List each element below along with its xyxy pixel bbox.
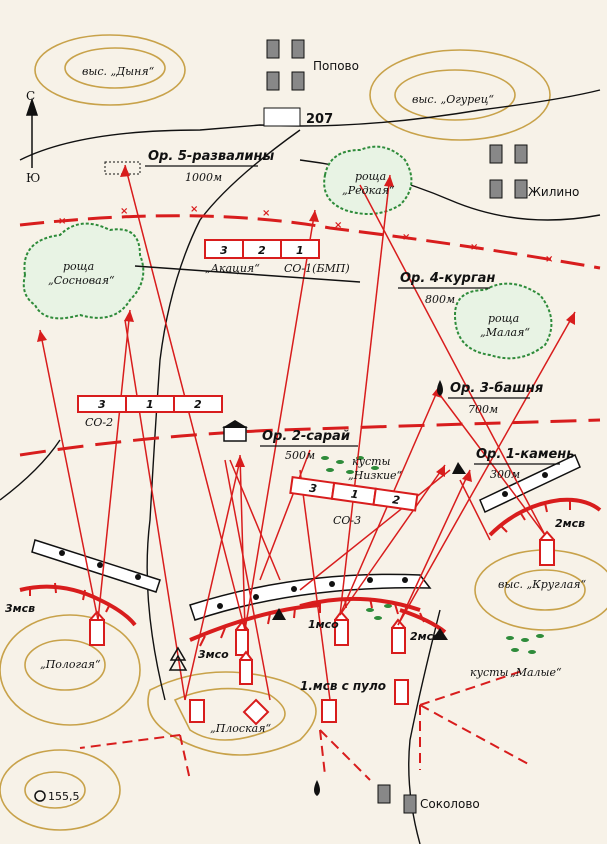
bushes-nizkie-name: „Низкие“ [348, 469, 403, 482]
groves [22, 145, 553, 360]
compass-north: С [26, 89, 35, 103]
so1-cell-1: 3 [220, 244, 228, 257]
front-line-lower [19, 418, 601, 457]
unit-1mse-pulo: 1.мсв с пуло [300, 679, 386, 693]
landmark-1-name: Ор. 1-камень [476, 447, 575, 462]
so1-label: СО-1(БМП) [284, 262, 350, 275]
bushes [321, 456, 544, 654]
grove-malaya-name: „Малая“ [480, 326, 530, 339]
height-ploskaya: „Плоская“ [210, 722, 271, 735]
compass-south: Ю [26, 171, 40, 185]
village-sokolovo [377, 784, 417, 814]
bushes-malye-word: кусты [470, 666, 509, 679]
unit-1mso: 1мсо [308, 618, 339, 631]
tree-icon [168, 646, 188, 671]
svg-text:×: × [470, 242, 478, 253]
village-popovo-label: Попово [313, 59, 359, 73]
grove-sosnovaya-name: „Сосновая“ [48, 274, 115, 287]
so2-label: СО-2 [85, 416, 113, 429]
height-dynya: выс. „Дыня“ [82, 65, 155, 78]
village-zhilino-label: Жилино [528, 185, 579, 199]
dashed-movement-arrows [79, 669, 531, 781]
grove-redkaya-name: „Редкая“ [342, 184, 395, 197]
sector-so2: 3 1 2 СО-2 [77, 395, 223, 429]
so3-label: СО-3 [333, 514, 361, 527]
bushes-malye-name: „Малые“ [510, 666, 562, 679]
landmark-2: Ор. 2-сарай 500м [260, 429, 358, 462]
landmark-4-dist: 800м [425, 293, 455, 306]
grove-sosnovaya-word: роща [63, 260, 94, 273]
apc-symbols [89, 530, 555, 726]
landmark-1: Ор. 1-камень 300м [474, 447, 575, 481]
landmark-1-dist: 300м [490, 468, 520, 481]
tower-icon [437, 380, 443, 396]
so3-cell-2: 1 [350, 487, 359, 501]
observation-post-icon-2 [272, 608, 286, 620]
svg-text:×: × [545, 254, 553, 265]
so1-cell-2: 2 [258, 244, 266, 257]
landmark-5-name: Ор. 5-развалины [148, 149, 275, 164]
obstacle-strip-right [479, 453, 581, 514]
svg-text:×: × [402, 232, 410, 243]
observation-post-icon [432, 628, 448, 640]
so2-cell-3: 2 [194, 398, 202, 411]
so1-cell-3: 1 [296, 244, 304, 257]
obstacle-strip-main [189, 573, 432, 621]
svg-text:×: × [334, 220, 342, 231]
unit-3mso: 3мсо [198, 648, 229, 661]
landmark-2-name: Ор. 2-сарай [262, 429, 350, 444]
landmark-5-dist: 1000м [185, 171, 222, 184]
svg-text:×: × [190, 204, 198, 215]
village-zhilino [489, 144, 528, 199]
height-pologaya: „Пологая“ [40, 658, 101, 671]
elevation-207: 207 [306, 112, 333, 127]
unit-2mso: 2мсо [410, 630, 441, 643]
height-kruglaya: выс. „Круглая“ [498, 578, 587, 591]
so2-cell-2: 1 [146, 398, 154, 411]
landmark-4-name: Ор. 4-курган [400, 271, 495, 286]
so2-cell-1: 3 [98, 398, 106, 411]
village-sokolovo-label: Соколово [420, 797, 480, 811]
barn-icon [222, 420, 248, 442]
bushes-nizkie-word: кусты [352, 455, 391, 468]
sector-so1: 3 2 1 „Акация“ СО-1(БМП) [134, 239, 361, 283]
trench-ticks [29, 500, 571, 647]
so3-cell-3: 2 [392, 493, 402, 507]
unit-2mse: 2мсв [555, 517, 585, 530]
well-icon [314, 780, 320, 796]
trig-point-icon [34, 790, 46, 802]
height-ogurets: выс. „Огурец“ [412, 93, 494, 106]
compass-arrow-icon [25, 97, 39, 168]
landmark-2-dist: 500м [285, 449, 315, 462]
terrain-contours [0, 34, 607, 831]
landmark-3-name: Ор. 3-башня [450, 381, 543, 396]
sector-so3: 3 1 2 СО-3 [289, 475, 419, 527]
obstacle-strip-left [31, 539, 161, 593]
landmark-3: Ор. 3-башня 700м [448, 381, 543, 416]
so1-under: „Акация“ [205, 262, 260, 275]
elevation-155: 155,5 [48, 790, 80, 803]
grove-malaya-word: роща [488, 312, 519, 325]
landmark-3-dist: 700м [468, 403, 498, 416]
so3-cell-1: 3 [308, 482, 318, 496]
landmark-5: Ор. 5-развалины 1000м [145, 149, 275, 184]
village-popovo [263, 39, 305, 127]
svg-text:×: × [58, 216, 66, 227]
unit-3mse: 3мсв [5, 602, 35, 615]
svg-text:×: × [262, 208, 270, 219]
svg-text:×: × [120, 206, 128, 217]
grove-redkaya-word: роща [355, 170, 386, 183]
front-line-markers: × × × × × × × × [58, 204, 553, 265]
landmark-4: Ор. 4-курган 800м [398, 271, 495, 306]
stone-icon [452, 462, 466, 474]
front-line-upper [19, 214, 601, 270]
